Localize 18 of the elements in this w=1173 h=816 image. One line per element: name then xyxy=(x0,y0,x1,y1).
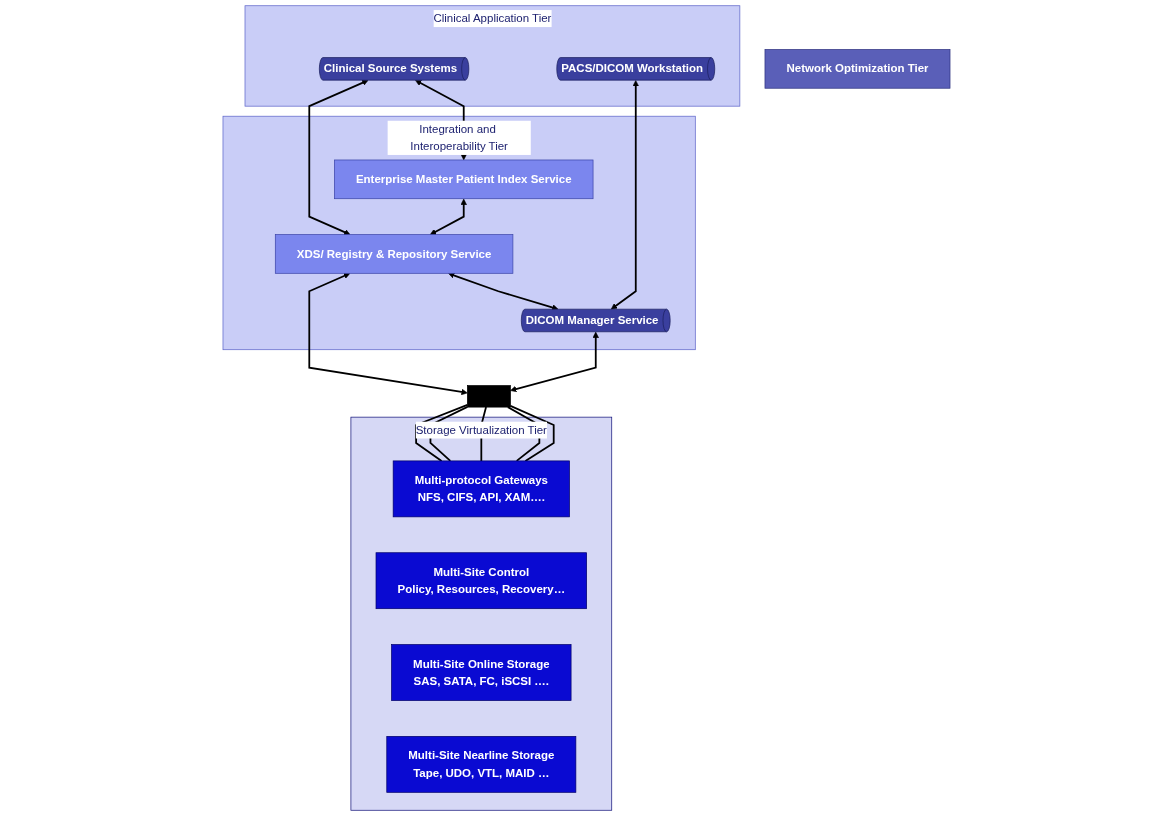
node-box: Multi-Site Nearline Storage Tape, UDO, VTL, MAID … xyxy=(386,736,577,793)
node-text: DICOM Manager Service xyxy=(525,314,659,327)
node-box: Multi-protocol Gateways NFS, CIFS, API, XAM…. xyxy=(392,460,570,518)
node-text: PACS/DICOM Workstation xyxy=(561,62,704,75)
arrow xyxy=(308,79,369,236)
connector xyxy=(509,405,555,462)
arrow xyxy=(308,272,468,396)
node-box: Multi-Site Control Policy, Resources, Recovery… xyxy=(375,552,587,610)
arrow xyxy=(610,80,639,310)
node-box: Network Optimization Tier xyxy=(764,49,951,89)
node-box: XDS/ Registry & Repository Service xyxy=(274,234,514,274)
arrow xyxy=(429,198,467,235)
node-bar xyxy=(467,385,511,408)
arrow xyxy=(448,272,559,311)
arrow xyxy=(510,331,599,393)
node-box: Multi-Site Online Storage SAS, SATA, FC, iSCSI …. xyxy=(391,644,572,701)
node-text: Clinical Source Systems xyxy=(323,62,458,75)
node-box: Enterprise Master Patient Index Service xyxy=(334,159,594,200)
